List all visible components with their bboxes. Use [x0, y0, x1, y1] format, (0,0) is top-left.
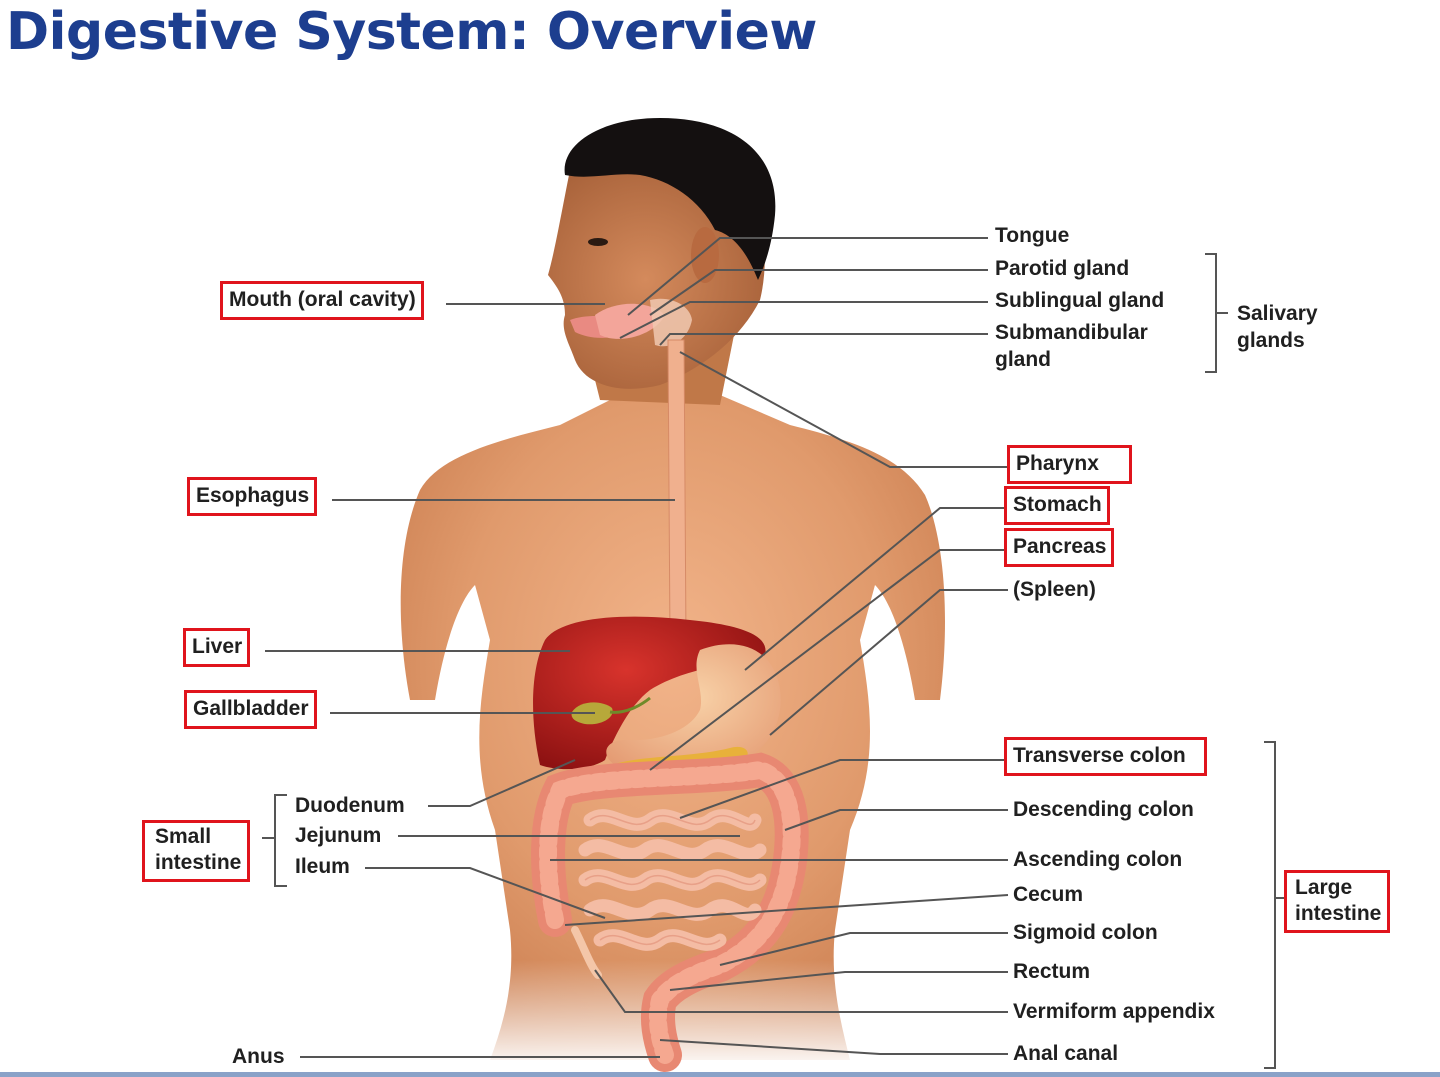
label-small-intestine-line2: intestine: [155, 851, 242, 874]
label-rectum: Rectum: [1013, 960, 1091, 983]
label-pharynx: Pharynx: [1007, 445, 1132, 484]
label-ascending-colon: Ascending colon: [1013, 848, 1183, 871]
label-pancreas: Pancreas: [1004, 528, 1115, 567]
label-cecum: Cecum: [1013, 883, 1084, 906]
brackets: [262, 253, 1285, 1069]
label-descending-colon: Descending colon: [1013, 798, 1194, 821]
label-tongue: Tongue: [995, 224, 1070, 247]
bottom-divider: [0, 1072, 1440, 1077]
label-liver: Liver: [183, 628, 251, 667]
label-gallbladder: Gallbladder: [184, 690, 317, 729]
label-ileum: Ileum: [295, 855, 350, 878]
label-submandibular-line1: Submandibular: [995, 321, 1148, 344]
label-vermiform-appendix: Vermiform appendix: [1013, 1000, 1215, 1023]
label-submandibular-gland: Submandibular gland: [995, 319, 1148, 373]
label-sublingual-gland: Sublingual gland: [995, 289, 1165, 312]
label-mouth: Mouth (oral cavity): [220, 281, 424, 320]
label-salivary-glands: Salivary glands: [1237, 300, 1318, 354]
head: [548, 118, 776, 389]
esophagus-organ: [667, 339, 687, 641]
label-salivary-line1: Salivary: [1237, 302, 1318, 325]
label-esophagus: Esophagus: [187, 477, 318, 516]
label-submandibular-line2: gland: [995, 348, 1051, 371]
label-parotid-gland: Parotid gland: [995, 257, 1130, 280]
page-title: Digestive System: Overview: [6, 2, 817, 62]
label-jejunum: Jejunum: [295, 824, 382, 847]
label-sigmoid-colon: Sigmoid colon: [1013, 921, 1158, 944]
label-large-intestine: Large intestine: [1284, 870, 1391, 933]
label-spleen: (Spleen): [1013, 578, 1096, 601]
label-anal-canal: Anal canal: [1013, 1042, 1119, 1065]
stomach-organ: [606, 644, 781, 776]
label-small-intestine: Small intestine: [142, 820, 251, 882]
leader-lines: [265, 237, 1009, 1058]
label-large-intestine-line2: intestine: [1295, 902, 1382, 925]
label-salivary-line2: glands: [1237, 329, 1305, 352]
label-stomach: Stomach: [1004, 486, 1110, 525]
label-large-intestine-line1: Large: [1295, 876, 1353, 899]
label-anus: Anus: [232, 1045, 285, 1068]
label-transverse-colon: Transverse colon: [1004, 737, 1207, 776]
label-duodenum: Duodenum: [295, 794, 405, 817]
label-small-intestine-line1: Small: [155, 825, 212, 848]
